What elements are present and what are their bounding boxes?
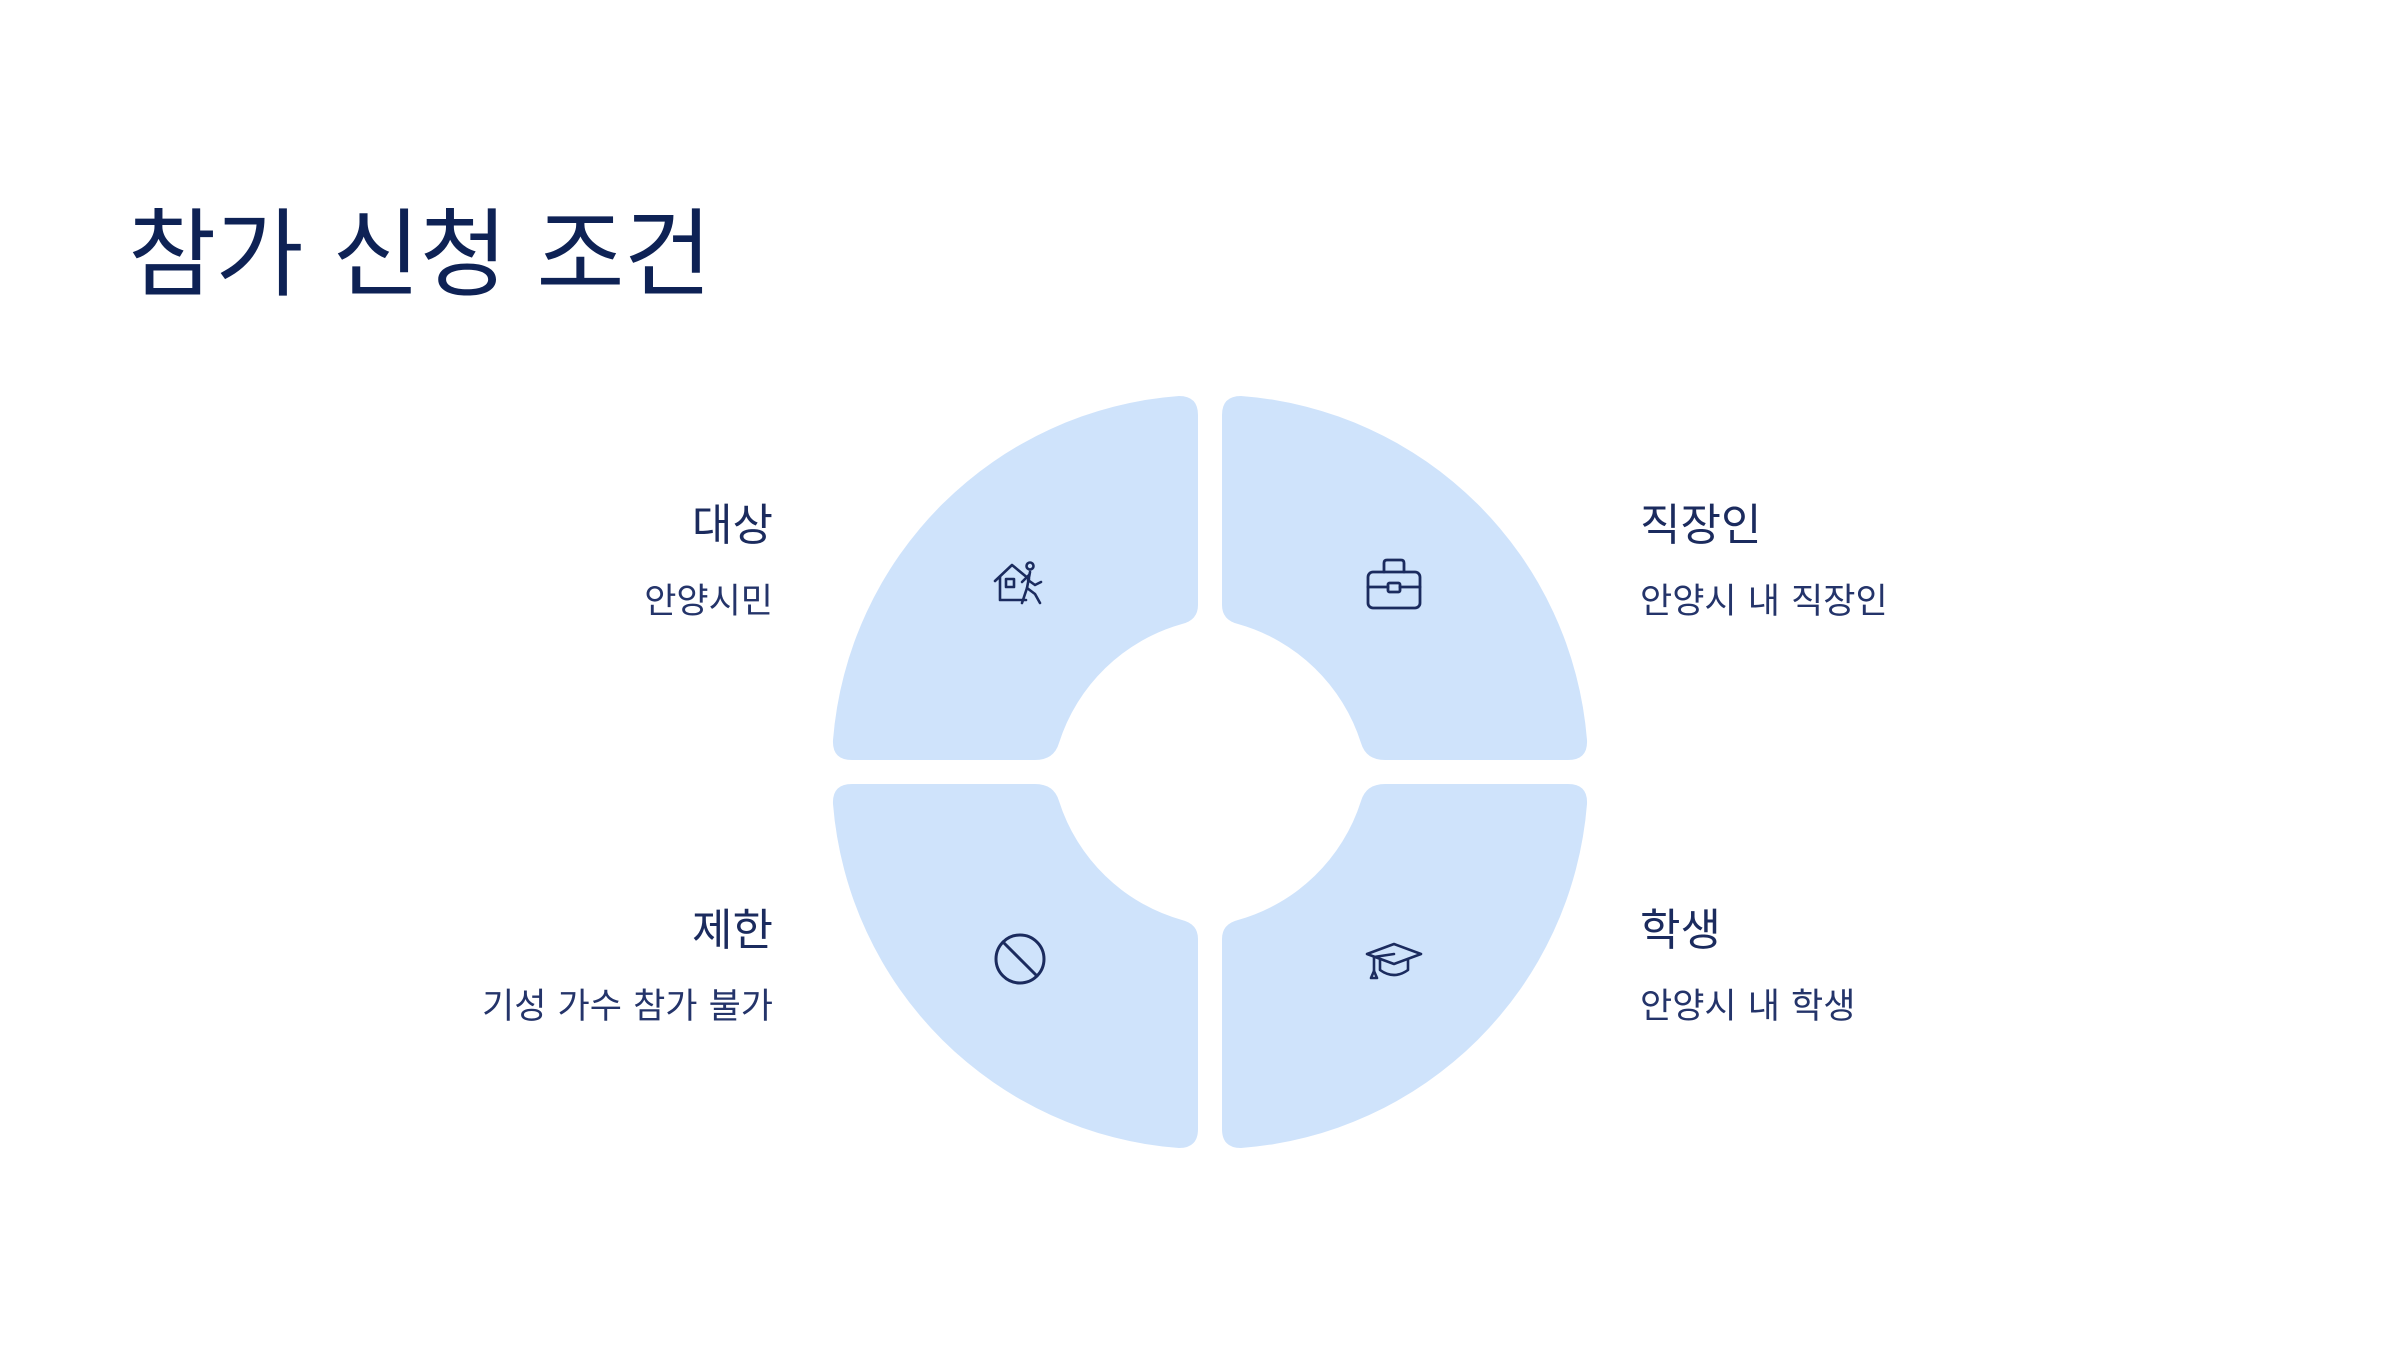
label-bottom-left: 제한 기성 가수 참가 불가 xyxy=(253,905,773,1028)
label-title: 직장인 xyxy=(1640,500,1762,551)
segment-bottom-right xyxy=(1222,784,1588,1148)
home-walking-person-icon xyxy=(993,561,1043,605)
segment-bottom-left xyxy=(832,784,1198,1148)
label-title: 학생 xyxy=(1640,905,1721,956)
label-description: 안양시민 xyxy=(644,581,773,622)
label-title: 제한 xyxy=(692,905,773,956)
graduation-cap-icon xyxy=(1365,942,1423,980)
segment-top-right xyxy=(1222,396,1588,760)
label-description: 안양시 내 학생 xyxy=(1640,986,1856,1027)
prohibited-icon xyxy=(994,933,1046,985)
segment-top-left xyxy=(832,396,1198,760)
label-bottom-right: 학생 안양시 내 학생 xyxy=(1640,905,2160,1028)
label-description: 안양시 내 직장인 xyxy=(1640,581,1888,622)
label-top-right: 직장인 안양시 내 직장인 xyxy=(1640,500,2160,623)
label-title: 대상 xyxy=(692,500,773,551)
label-top-left: 대상 안양시민 xyxy=(253,500,773,623)
label-description: 기성 가수 참가 불가 xyxy=(482,986,773,1027)
page-title: 참가 신청 조건 xyxy=(128,199,712,311)
briefcase-icon xyxy=(1366,558,1422,610)
